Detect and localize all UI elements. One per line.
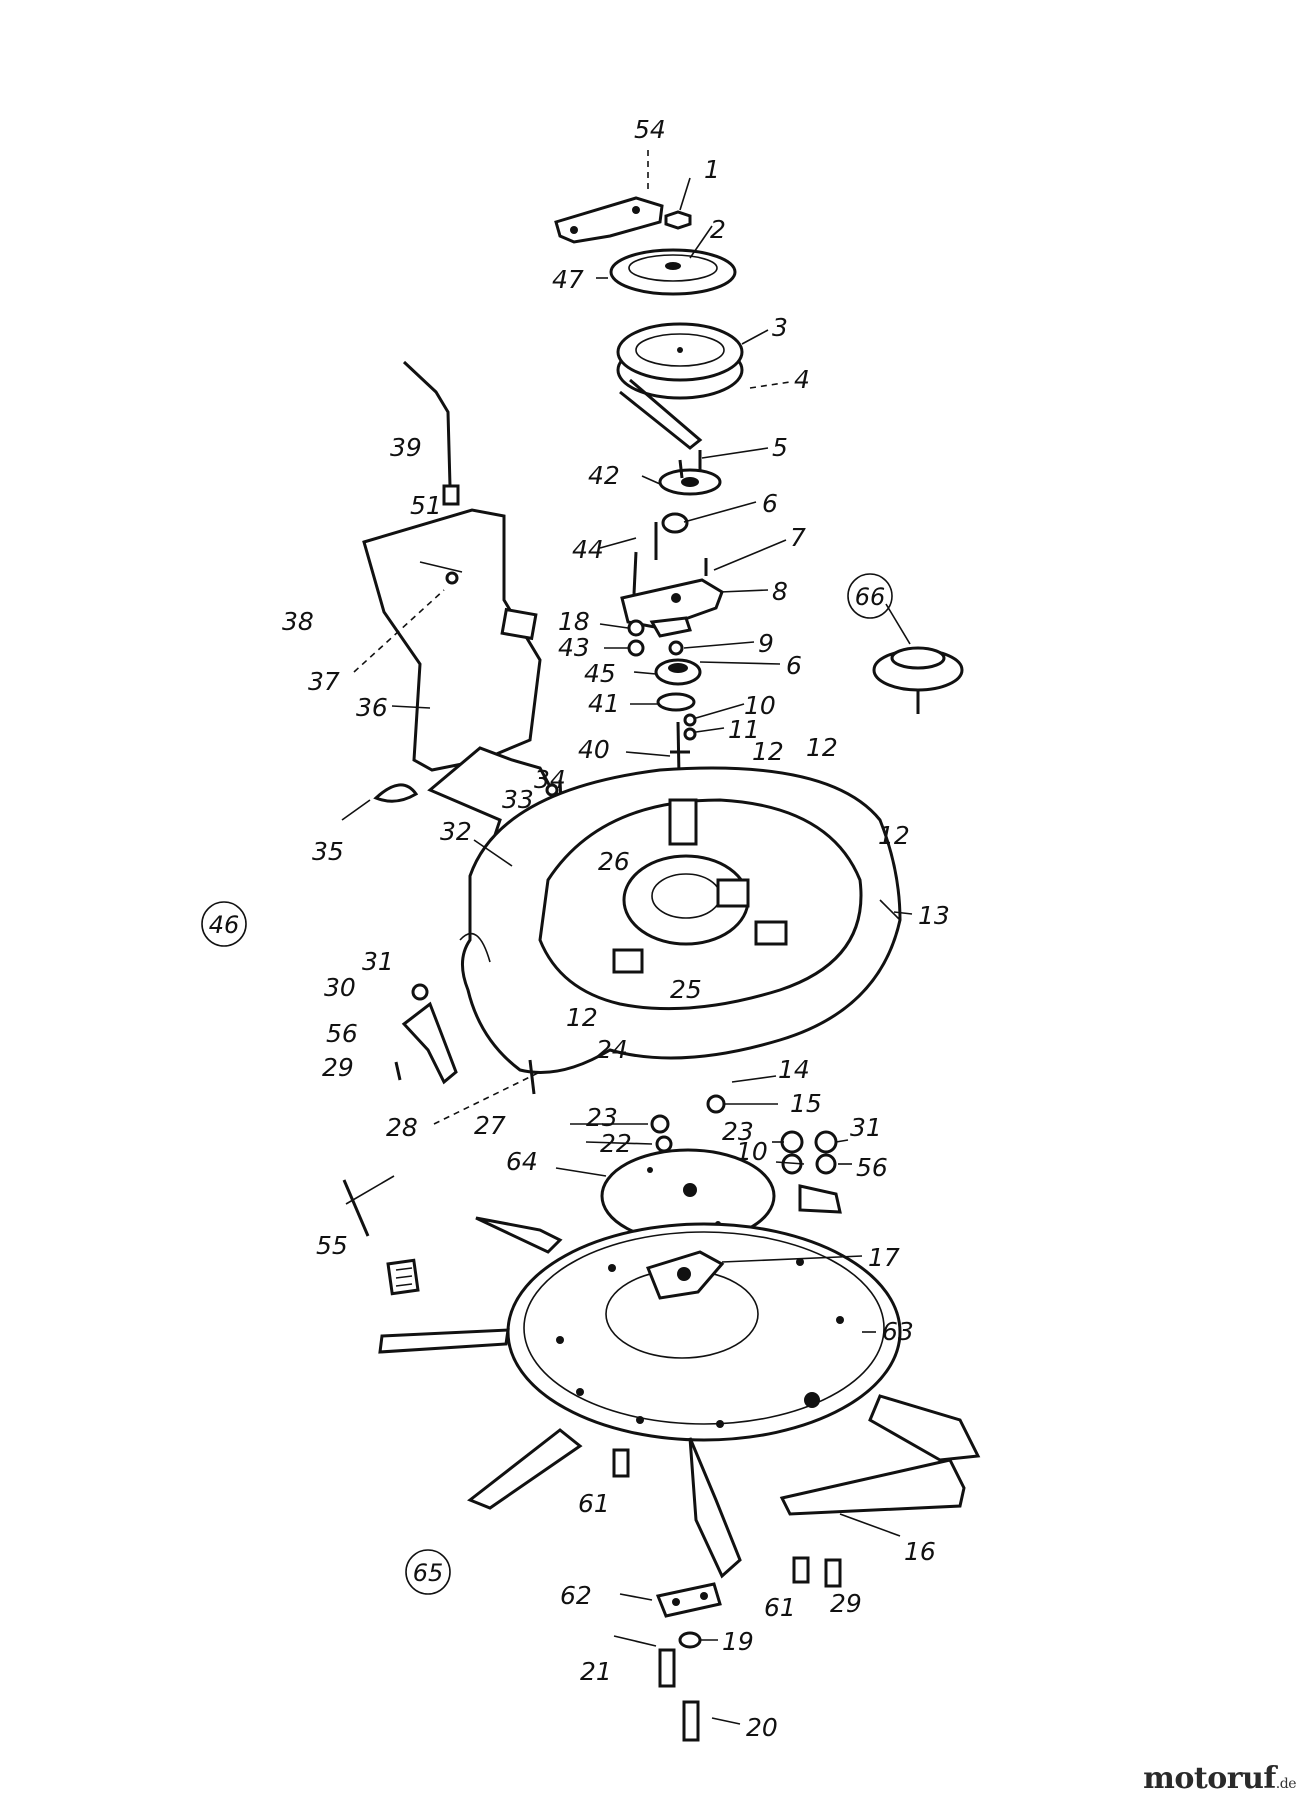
label-28: 28 (386, 1113, 418, 1142)
label-45: 45 (584, 659, 616, 688)
part-bracket-54 (554, 196, 664, 244)
label-63: 63 (882, 1317, 914, 1346)
label-12d: 12 (566, 1003, 598, 1032)
part-lower-bearing-45 (627, 619, 702, 741)
watermark-brand: motoruf (1143, 1761, 1276, 1796)
label-42: 42 (588, 461, 620, 490)
part-lever-28 (394, 983, 458, 1085)
part-large-pulley-3 (616, 322, 744, 450)
label-14: 14 (778, 1055, 810, 1084)
label-29b: 29 (830, 1589, 862, 1618)
label-12a: 12 (752, 737, 784, 766)
label-47: 47 (552, 265, 584, 294)
label-3: 3 (772, 313, 788, 342)
watermark-suffix: .de (1275, 1776, 1297, 1792)
label-22: 22 (600, 1129, 632, 1158)
circle-46 (201, 901, 247, 947)
label-37: 37 (308, 667, 340, 696)
label-1: 1 (704, 155, 720, 184)
label-46: 46 (209, 911, 240, 939)
label-20: 20 (746, 1713, 778, 1742)
label-33: 33 (502, 785, 534, 814)
label-12b: 12 (806, 733, 838, 762)
label-51: 51 (410, 491, 442, 520)
label-21: 21 (580, 1657, 612, 1686)
label-61: 61 (578, 1489, 610, 1518)
label-12c: 12 (878, 821, 910, 850)
label-56b: 56 (856, 1153, 888, 1182)
label-26: 26 (598, 847, 630, 876)
label-6: 6 (762, 489, 778, 518)
watermark-logo: motoruf.de (1143, 1761, 1296, 1796)
label-35: 35 (312, 837, 344, 866)
part-blades (378, 1184, 981, 1579)
label-4: 4 (794, 365, 810, 394)
label-55: 55 (316, 1231, 348, 1260)
label-5: 5 (772, 433, 788, 462)
label-44: 44 (572, 535, 604, 564)
circle-66 (847, 573, 893, 619)
label-31: 31 (362, 947, 394, 976)
part-deck-housing-13 (459, 766, 902, 1074)
label-24: 24 (596, 1035, 628, 1064)
part-small-pulley-47 (609, 210, 737, 296)
label-9: 9 (758, 629, 774, 658)
label-10b: 10 (736, 1137, 768, 1166)
label-43: 43 (558, 633, 590, 662)
part-bearing-plate-8 (620, 512, 724, 638)
part-fasteners-22 (650, 1094, 838, 1175)
part-assembly-66 (872, 646, 964, 714)
circled-labels: 66 46 65 (201, 573, 893, 1595)
label-6b: 6 (786, 651, 802, 680)
label-34: 34 (534, 765, 566, 794)
label-10: 10 (744, 691, 776, 720)
label-11: 11 (728, 715, 760, 744)
label-56: 56 (326, 1019, 358, 1048)
label-36: 36 (356, 693, 388, 722)
label-15: 15 (790, 1089, 822, 1118)
label-66: 66 (855, 583, 886, 611)
label-38: 38 (282, 607, 314, 636)
label-16: 16 (904, 1537, 936, 1566)
label-8: 8 (772, 577, 788, 606)
leader-lines (341, 150, 913, 1725)
label-23: 23 (586, 1103, 618, 1132)
part-number-labels: 54 1 2 47 3 4 39 5 42 51 6 44 7 8 38 18 … (282, 115, 950, 1742)
part-bolts-lower (612, 1448, 842, 1742)
label-17: 17 (868, 1243, 900, 1272)
part-hub-42 (658, 450, 722, 496)
label-18: 18 (558, 607, 590, 636)
label-13: 13 (918, 901, 950, 930)
label-54: 54 (634, 115, 666, 144)
label-61b: 61 (764, 1593, 796, 1622)
label-27: 27 (474, 1111, 506, 1140)
circle-65 (405, 1549, 451, 1595)
label-39: 39 (390, 433, 422, 462)
part-spring-55 (342, 1059, 536, 1296)
label-65: 65 (413, 1559, 444, 1587)
label-29: 29 (322, 1053, 354, 1082)
label-31b: 31 (850, 1113, 882, 1142)
part-chute-38 (362, 508, 542, 772)
label-25: 25 (670, 975, 702, 1004)
label-40: 40 (578, 735, 610, 764)
label-62: 62 (560, 1581, 592, 1610)
label-41: 41 (588, 689, 620, 718)
label-23b: 23 (722, 1117, 754, 1146)
label-7: 7 (790, 523, 806, 552)
label-2: 2 (710, 215, 726, 244)
label-64: 64 (506, 1147, 538, 1176)
label-19: 19 (722, 1627, 754, 1656)
label-30: 30 (324, 973, 356, 1002)
label-32: 32 (440, 817, 472, 846)
